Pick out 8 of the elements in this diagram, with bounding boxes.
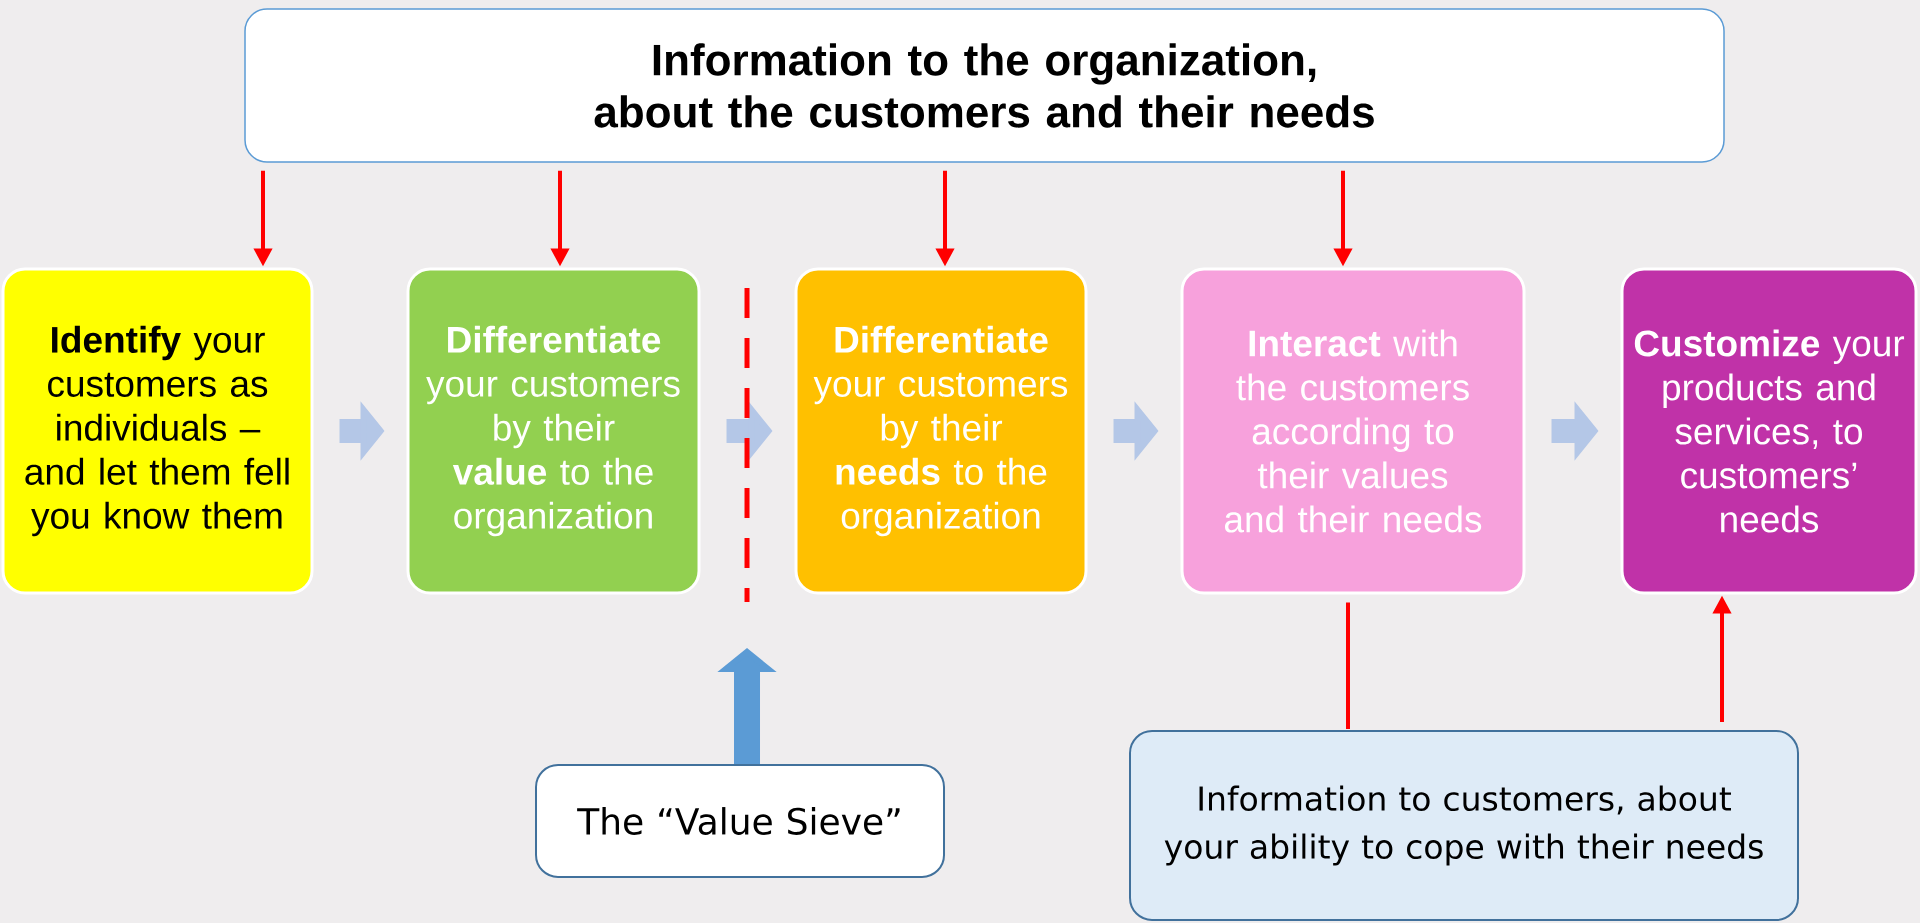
info-box: Information to customers, about your ability to cope with their needs: [1129, 730, 1799, 921]
title-box: Information to the organization, about the customers and their needs: [244, 8, 1725, 163]
label-box: The “Value Sieve”: [535, 764, 945, 878]
process-box: Customize your products and services, to customers’ needs: [1620, 267, 1918, 595]
process-box: Differentiate your customers by their value to the organization: [406, 267, 701, 595]
process-box: Differentiate your customers by their needs to the organization: [794, 267, 1088, 595]
process-box: Identify your customers as individuals – and let them fell you know them: [1, 267, 314, 595]
process-box: Interact with the customers according to their values and their needs: [1180, 267, 1526, 595]
